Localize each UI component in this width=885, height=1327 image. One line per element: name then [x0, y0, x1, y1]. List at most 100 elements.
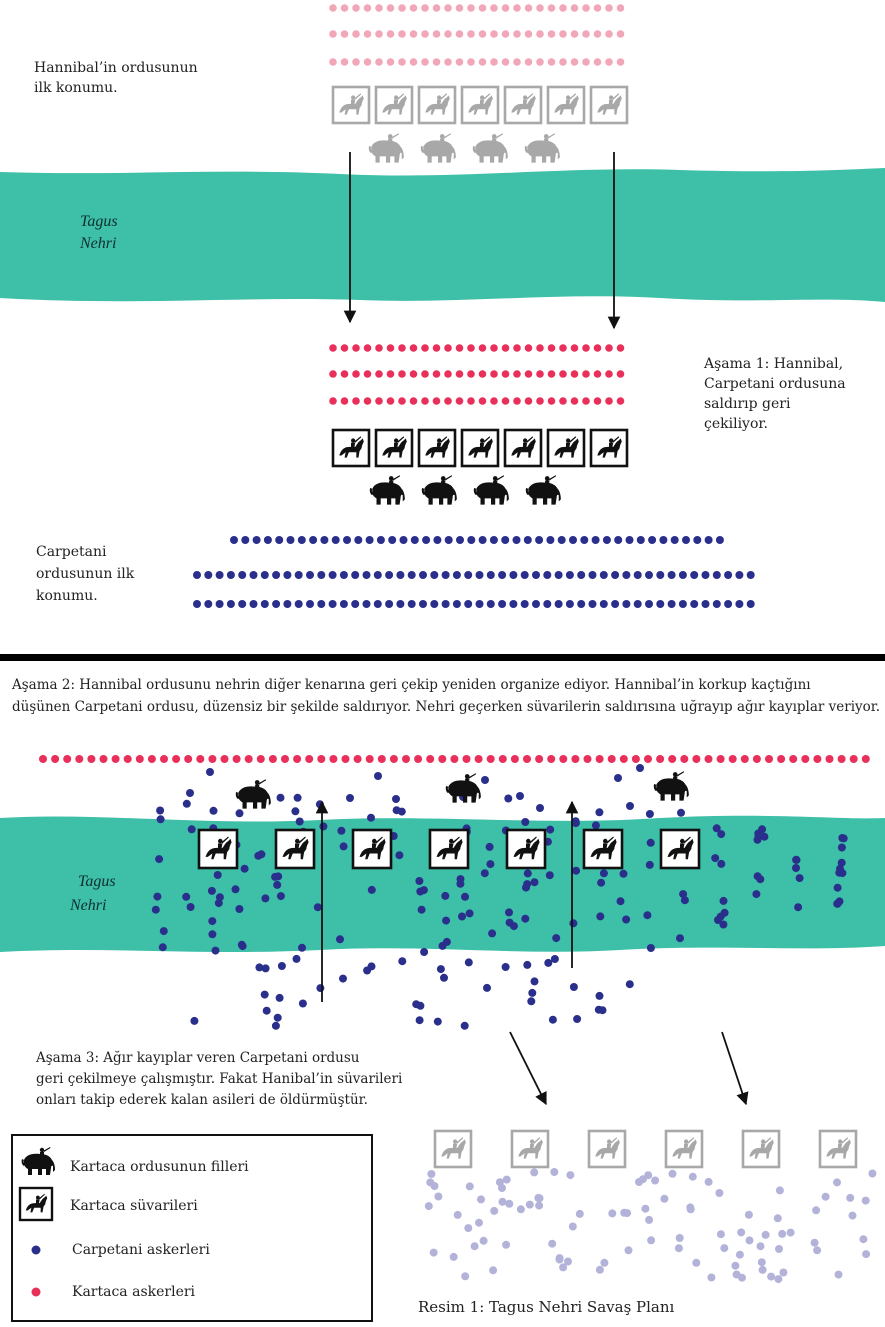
elephant-faded [472, 133, 508, 163]
carthage-soldier [478, 397, 487, 405]
carpetani-soldier [320, 536, 329, 544]
carthage-soldier [704, 755, 713, 763]
carthage-soldier-faded [501, 58, 510, 66]
carpetani-soldier [187, 825, 196, 834]
carpetani-soldier [577, 600, 586, 608]
elephant [235, 779, 271, 809]
carpetani-soldier [283, 600, 292, 608]
carthage-soldier [692, 755, 701, 763]
carthage-soldier [467, 397, 475, 405]
carpetani-soldier [458, 912, 466, 921]
carpetani-soldier-faded [651, 1176, 660, 1185]
carthage-soldier [837, 755, 846, 763]
carpetani-soldier [298, 999, 307, 1008]
carpetani-soldier [328, 600, 337, 608]
carpetani-soldier [602, 536, 611, 544]
carthage-soldier [547, 344, 556, 352]
carthage-soldier [486, 755, 495, 763]
carthage-soldier [570, 370, 579, 378]
cavalry-faded [417, 85, 457, 125]
carpetani-soldier [569, 983, 578, 991]
carthage-soldier-faded [352, 4, 360, 12]
carthage-soldier-faded [409, 58, 418, 66]
carpetani-soldier-faded [489, 1266, 498, 1275]
carpetani-soldier [374, 772, 382, 780]
carthage-soldier-faded [421, 4, 429, 12]
carpetani-soldier [407, 600, 416, 608]
carpetani-soldier [509, 600, 518, 608]
carthage-soldier [616, 370, 625, 378]
carpetani-soldier-faded [479, 1236, 488, 1245]
carpetani-soldiers-retreating [424, 1168, 877, 1284]
carpetani-soldier [249, 600, 258, 608]
carpetani-soldiers-initial [193, 536, 755, 608]
carpetani-soldier [719, 920, 728, 929]
carpetani-soldier [410, 536, 419, 544]
carthage-soldier [644, 755, 652, 763]
cavalry-stage-2 [197, 828, 701, 870]
legend-carthage-label: Kartaca askerleri [72, 1284, 196, 1300]
carthage-soldier [536, 370, 544, 378]
carthage-soldier-faded [559, 58, 567, 66]
carthage-soldier [501, 397, 510, 405]
carpetani-soldier [633, 571, 642, 579]
carthage-soldier [317, 755, 326, 763]
cavalry [331, 428, 371, 468]
carthage-soldier-faded [386, 4, 395, 12]
carthage-soldier [668, 755, 677, 763]
elephant-faded [524, 133, 560, 163]
carthage-soldier-faded [352, 58, 360, 66]
stage-1-label: Aşama 1: Hannibal, Carpetani ordusuna sa… [703, 356, 850, 432]
carthage-soldier [432, 344, 441, 352]
carthage-soldier [510, 755, 519, 763]
elephants-attack [369, 475, 561, 505]
carpetani-soldier-faded [566, 1171, 575, 1180]
carthage-soldier [524, 344, 533, 352]
carthage-soldier-faded [329, 58, 337, 66]
carthage-soldier [605, 397, 613, 405]
carthage-soldier-faded [513, 30, 521, 38]
carpetani-soldier [678, 600, 687, 608]
carpetani-soldier [475, 600, 484, 608]
cavalry-initial [331, 85, 629, 125]
carpetani-soldier [483, 983, 491, 992]
carthage-soldier [501, 344, 510, 352]
carthage-soldier-faded [455, 4, 464, 12]
carpetani-soldier [837, 858, 846, 867]
carthage-soldier [232, 755, 241, 763]
carthage-soldier [414, 755, 423, 763]
carthage-soldier [513, 370, 521, 378]
carpetani-soldiers-crossing [151, 764, 848, 1030]
elephant-faded [420, 133, 456, 163]
carthage-soldier-faded [363, 4, 372, 12]
carpetani-soldier [460, 1021, 469, 1030]
carpetani-soldier [530, 878, 539, 887]
cavalry [546, 428, 586, 468]
carthage-soldier-faded [490, 30, 498, 38]
carpetani-soldier [273, 1013, 282, 1022]
carthage-soldier-faded [467, 58, 475, 66]
carthage-soldier [559, 370, 567, 378]
figure-caption: Resim 1: Tagus Nehri Savaş Planı [418, 1298, 675, 1316]
legend-elephants-label: Kartaca ordusunun filleri [70, 1159, 249, 1175]
carpetani-soldier [238, 571, 247, 579]
river-top [0, 168, 885, 302]
carthage-soldier [616, 397, 625, 405]
carpetani-soldier [712, 600, 721, 608]
carpetani-soldier [249, 571, 258, 579]
carthage-soldier [455, 370, 464, 378]
carthage-soldier-faded [559, 4, 567, 12]
carpetani-soldier [271, 1021, 280, 1030]
carpetani-soldier [373, 600, 382, 608]
carthage-soldier [386, 344, 395, 352]
carpetani-soldier [599, 600, 608, 608]
carpetani-soldier [292, 954, 301, 963]
pursuit-arrow-right [721, 1031, 749, 1106]
carpetani-soldier-faded [525, 1200, 534, 1209]
carpetani-soldier-faded [530, 1168, 539, 1177]
carpetani-soldier [376, 536, 385, 544]
carpetani-soldier-faded [812, 1206, 821, 1215]
carpetani-soldier-faded [688, 1172, 697, 1181]
carpetani-soldier [226, 600, 235, 608]
